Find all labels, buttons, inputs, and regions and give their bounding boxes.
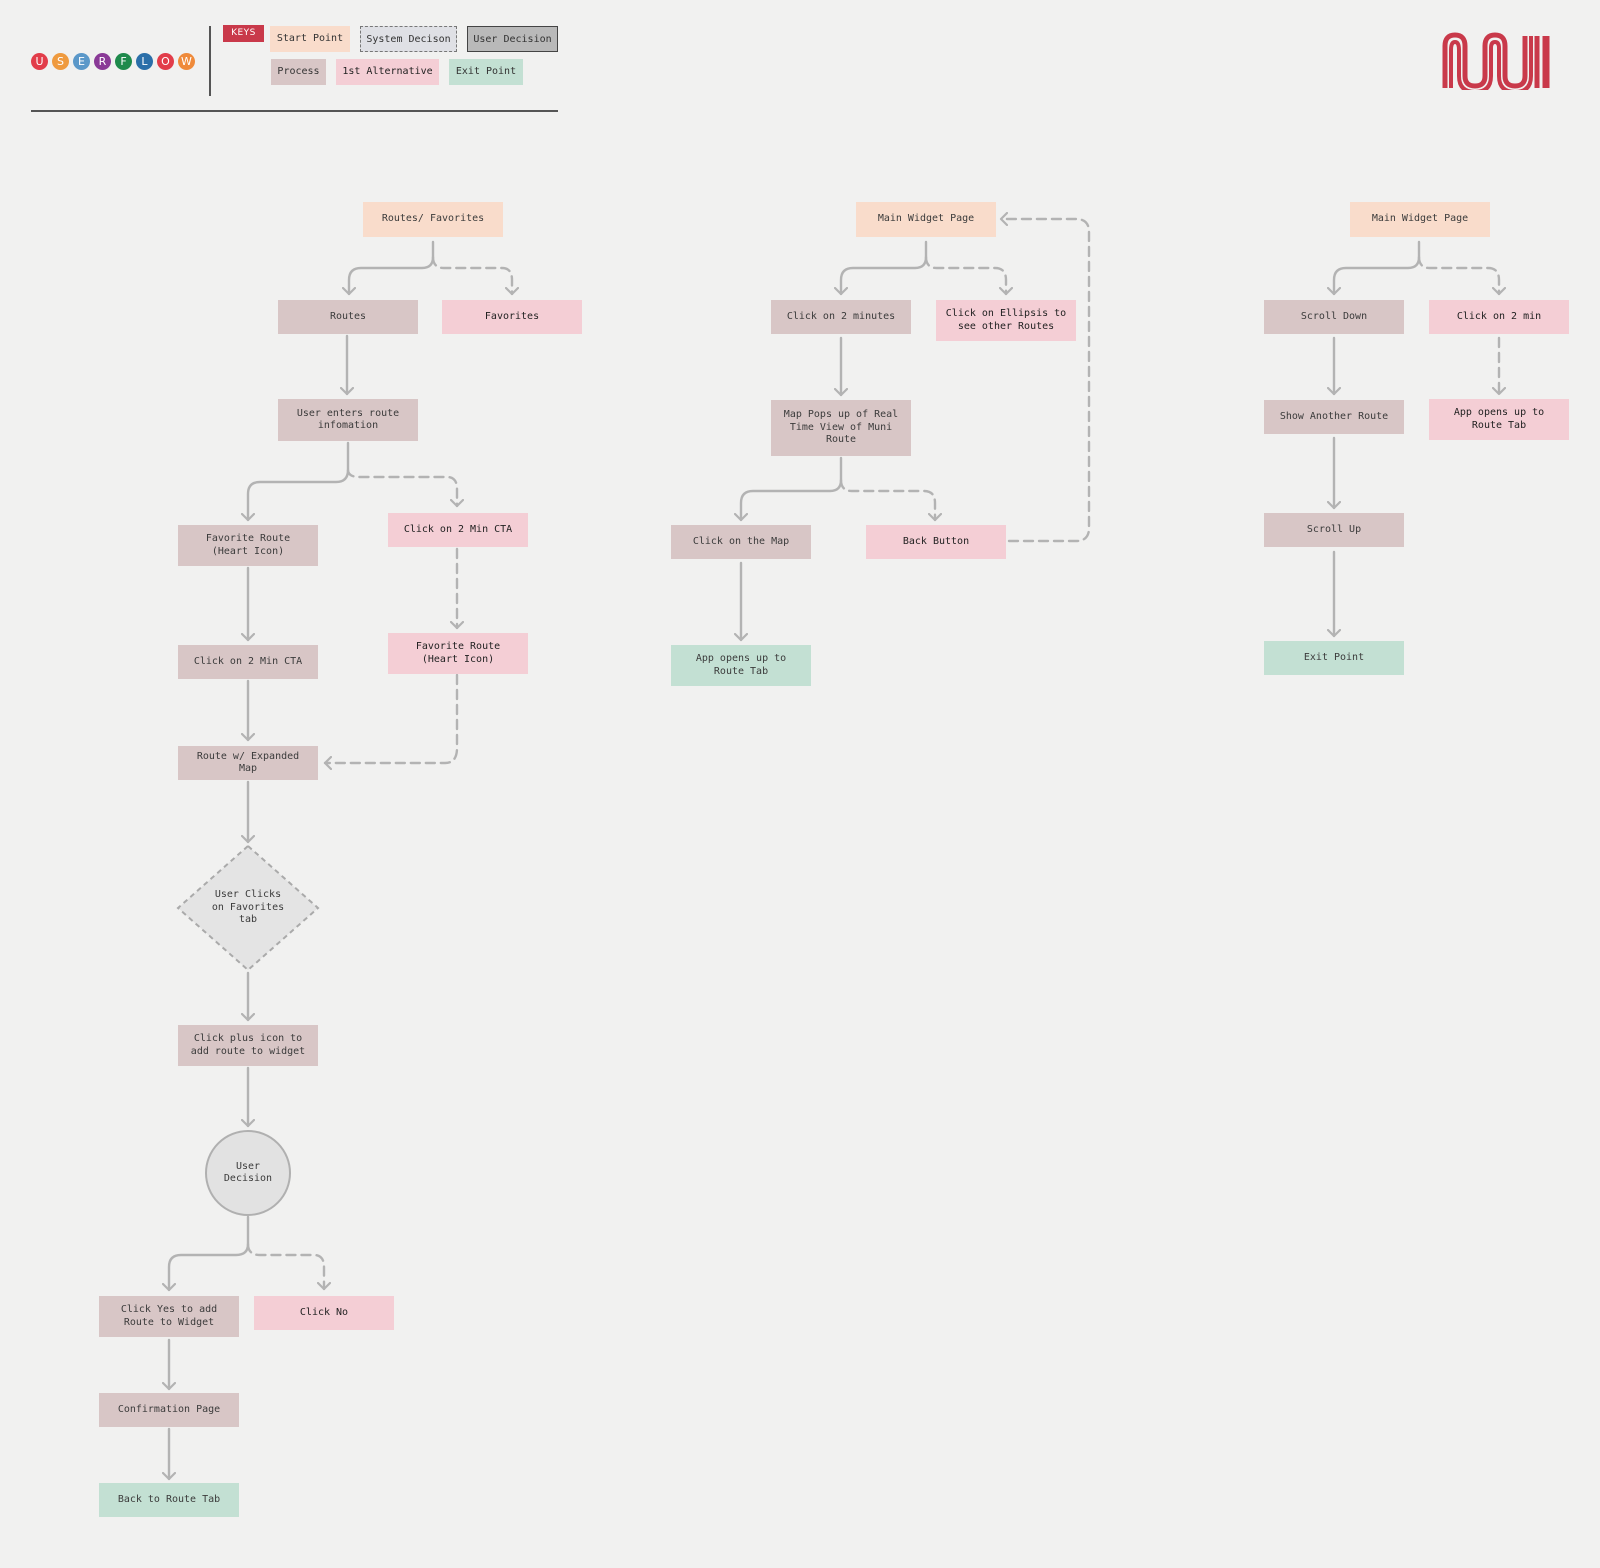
userflow-letter: S xyxy=(52,53,69,70)
flow1-back-to-route-tab: Back to Route Tab xyxy=(99,1483,239,1517)
connector-dashed xyxy=(323,673,459,763)
userflow-letter: W xyxy=(178,53,195,70)
legend-exit-point: Exit Point xyxy=(449,59,523,85)
flow1-user-decision-label: User Decision xyxy=(223,1160,273,1185)
connector-dashed xyxy=(346,468,457,508)
flow1-start-routes-favorites: Routes/ Favorites xyxy=(363,202,503,237)
connector-dashed xyxy=(246,1242,324,1291)
connector-dashed xyxy=(431,255,512,296)
flow3-scroll-down: Scroll Down xyxy=(1264,300,1404,334)
userflow-letter: L xyxy=(136,53,153,70)
flow1-click-yes: Click Yes to add Route to Widget xyxy=(99,1296,239,1337)
flow2-map-pops-up: Map Pops up of Real Time View of Muni Ro… xyxy=(771,400,911,456)
flow2-app-opens-route-tab: App opens up to Route Tab xyxy=(671,645,811,686)
flow2-start-main-widget: Main Widget Page xyxy=(856,202,996,237)
flow1-favorite-route-heart-alt: Favorite Route (Heart Icon) xyxy=(388,633,528,674)
flow3-scroll-up: Scroll Up xyxy=(1264,513,1404,547)
connector xyxy=(248,441,350,522)
flow1-click-no: Click No xyxy=(254,1296,394,1330)
flow1-confirmation-page: Confirmation Page xyxy=(99,1393,239,1427)
flow1-route-expanded-map: Route w/ Expanded Map xyxy=(178,746,318,780)
flow1-click-2-min-cta: Click on 2 Min CTA xyxy=(178,645,318,679)
legend-start-point: Start Point xyxy=(270,26,350,52)
flow2-back-button: Back Button xyxy=(866,525,1006,559)
userflow-letter: F xyxy=(115,53,132,70)
legend-user-decision: User Decision xyxy=(467,26,558,52)
connector xyxy=(741,456,843,522)
connector-dashed xyxy=(924,255,1006,296)
flow3-click-2-min: Click on 2 min xyxy=(1429,300,1569,334)
flow3-app-opens-route-tab: App opens up to Route Tab xyxy=(1429,399,1569,440)
connector-dashed xyxy=(999,219,1091,543)
header-divider xyxy=(209,26,211,96)
userflow-letter: E xyxy=(73,53,90,70)
flow1-favorites: Favorites xyxy=(442,300,582,334)
flow2-click-on-map: Click on the Map xyxy=(671,525,811,559)
userflow-letter: O xyxy=(157,53,174,70)
flow1-click-2-min-cta-alt: Click on 2 Min CTA xyxy=(388,513,528,547)
keys-badge: KEYS xyxy=(223,25,264,42)
header-rule xyxy=(31,110,558,112)
connector xyxy=(169,1215,250,1292)
connector xyxy=(349,240,435,296)
flow3-show-another-route: Show Another Route xyxy=(1264,400,1404,434)
flow1-favorite-route-heart: Favorite Route (Heart Icon) xyxy=(178,525,318,566)
legend-system-decision: System Decison xyxy=(360,26,457,52)
connector xyxy=(1334,240,1421,296)
flow1-diamond-label: User Clicks on Favorites tab xyxy=(211,889,285,926)
legend-process: Process xyxy=(271,59,326,85)
flow1-user-enters-route-info: User enters route infomation xyxy=(278,399,418,441)
flow2-click-2-minutes: Click on 2 minutes xyxy=(771,300,911,334)
userflow-letter: R xyxy=(94,53,111,70)
connector-dashed xyxy=(839,478,935,522)
flow3-exit-point: Exit Point xyxy=(1264,641,1404,675)
flow1-routes: Routes xyxy=(278,300,418,334)
legend-first-alternative: 1st Alternative xyxy=(336,59,439,85)
user-decision-diamond xyxy=(176,844,320,972)
flow2-click-ellipsis: Click on Ellipsis to see other Routes xyxy=(936,300,1076,341)
connector-dashed xyxy=(1417,255,1499,296)
flow1-click-plus-icon: Click plus icon to add route to widget xyxy=(178,1025,318,1066)
userflow-letter: U xyxy=(31,53,48,70)
user-decision-circle xyxy=(205,1130,291,1216)
flow3-start-main-widget: Main Widget Page xyxy=(1350,202,1490,237)
muni-logo xyxy=(1442,32,1550,90)
connector xyxy=(841,240,928,296)
